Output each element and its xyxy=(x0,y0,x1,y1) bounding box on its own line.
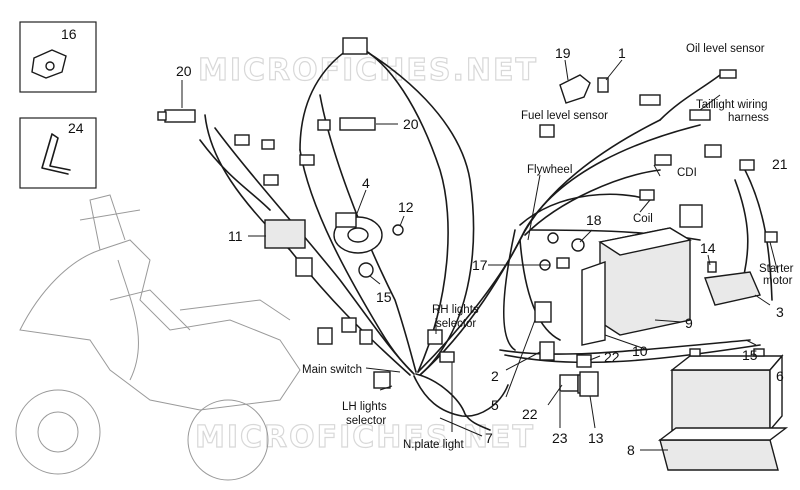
scooter-outline xyxy=(15,194,301,481)
callout-3: 3 xyxy=(776,304,784,320)
label-fuel-level-sensor: Fuel level sensor xyxy=(521,110,608,122)
connector-cluster-upper xyxy=(234,119,331,186)
callout-18: 18 xyxy=(586,212,602,228)
callout-15-right: 15 xyxy=(742,347,758,363)
callout-17: 17 xyxy=(472,257,488,273)
callout-24: 24 xyxy=(68,120,84,136)
callout-7: 7 xyxy=(485,430,493,446)
fuse-1 xyxy=(597,77,609,93)
callout-12: 12 xyxy=(398,199,414,215)
label-lh-lights: LH lights xyxy=(342,401,387,413)
ignition-switch-4 xyxy=(333,212,383,254)
label-rh-lights: RH lights xyxy=(432,304,479,316)
callout-8: 8 xyxy=(627,442,635,458)
clips-22-23-13 xyxy=(559,354,599,397)
callout-5: 5 xyxy=(491,397,499,413)
label-coil: Coil xyxy=(633,213,653,225)
callout-11: 11 xyxy=(228,228,243,244)
callout-16: 16 xyxy=(61,26,77,42)
callout-13: 13 xyxy=(588,430,604,446)
label-taillight-wiring: Taillight wiring xyxy=(696,99,768,111)
battery-tray-8 xyxy=(657,427,789,471)
oil-sensor-connector xyxy=(719,69,737,79)
cable-clamp-icon xyxy=(41,133,71,175)
label-flywheel: Flywheel xyxy=(527,164,572,176)
callout-19: 19 xyxy=(555,45,571,61)
sensor-20-right xyxy=(339,117,376,131)
callout-22-right: 22 xyxy=(604,349,620,365)
fuel-sensor-connector-19 xyxy=(559,74,591,104)
label-cdi: CDI xyxy=(677,167,697,179)
callout-9: 9 xyxy=(685,315,693,331)
callout-6: 6 xyxy=(776,368,784,384)
inset-box-16 xyxy=(19,21,97,93)
callout-21: 21 xyxy=(772,156,788,172)
taillight-harness-21 xyxy=(739,159,778,243)
harness-connector-top xyxy=(342,37,368,55)
label-starter: Starter xyxy=(759,263,794,275)
callout-10: 10 xyxy=(632,343,648,359)
callout-23: 23 xyxy=(552,430,568,446)
label-main-switch: Main switch xyxy=(302,364,362,376)
callout-4: 4 xyxy=(362,175,370,191)
label-taillight-harness: harness xyxy=(728,112,769,124)
label-oil-level-sensor: Oil level sensor xyxy=(686,43,765,55)
label-lh-lights-selector: selector xyxy=(346,415,386,427)
callout-1: 1 xyxy=(618,45,626,61)
callout-22-lower: 22 xyxy=(522,406,538,422)
callout-14: 14 xyxy=(700,240,716,256)
bolt-18 xyxy=(571,238,585,252)
inset-box-24 xyxy=(19,117,97,189)
leader-lines xyxy=(181,59,779,451)
callout-20-left: 20 xyxy=(176,63,192,79)
voltage-regulator-3 xyxy=(704,261,761,306)
ring-terminal-17 xyxy=(539,232,570,271)
connectors-5-2 xyxy=(534,301,555,361)
callout-2: 2 xyxy=(491,368,499,384)
callout-20-right: 20 xyxy=(403,116,419,132)
label-starter-motor: motor xyxy=(763,275,793,287)
callout-15-left: 15 xyxy=(376,289,392,305)
connector-flywheel xyxy=(539,94,722,201)
screw-12 xyxy=(392,224,404,236)
relay-11 xyxy=(264,219,306,249)
bracket-10 xyxy=(581,261,606,346)
bulb-15 xyxy=(358,262,374,278)
sensor-20-left xyxy=(157,109,196,123)
watermark-bottom: MICROFICHES.NET xyxy=(195,420,535,455)
watermark-top: MICROFICHES.NET xyxy=(198,53,538,88)
cdi-unit-9 xyxy=(598,227,692,336)
starter-relay-connector xyxy=(679,204,703,228)
label-nplate-light: N.plate light xyxy=(403,439,465,451)
label-rh-lights-selector: selector xyxy=(436,318,476,330)
connectors-mid-left xyxy=(295,257,455,389)
battery-6 xyxy=(669,348,784,432)
